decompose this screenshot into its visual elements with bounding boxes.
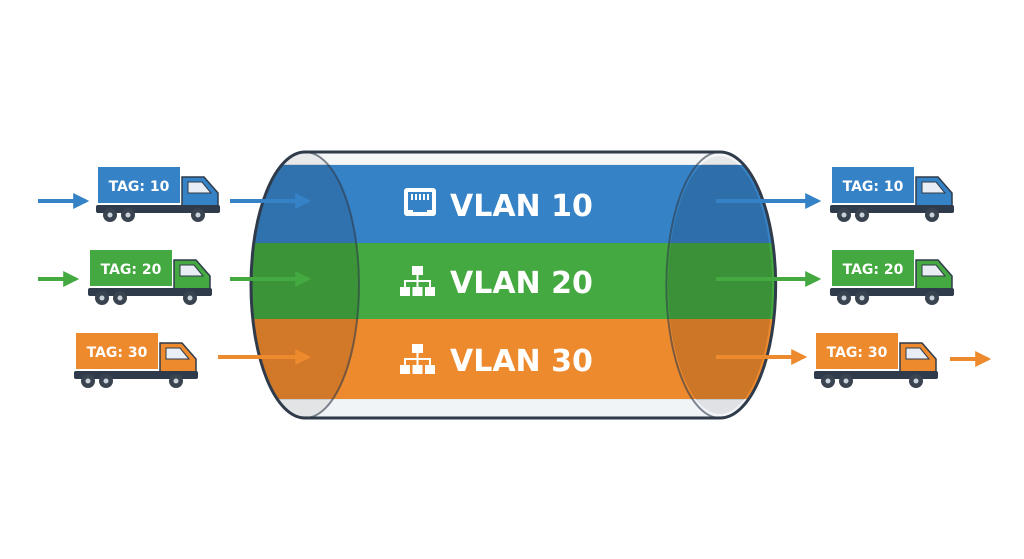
truck-hubcap: [187, 295, 193, 301]
truck-hubcap: [913, 378, 919, 384]
network-tree-icon: [400, 344, 435, 374]
truck-window: [905, 347, 931, 360]
truck-cargo-box: [98, 167, 180, 203]
incoming-trucks: TAG: 10 TAG: 20 TAG: 30: [74, 167, 220, 388]
truck-tag-label: TAG: 30: [827, 345, 888, 361]
truck-hubcap: [841, 295, 847, 301]
truck-cargo-box: [90, 250, 172, 286]
ethernet-port-icon: [404, 188, 436, 216]
truck-hubcap: [841, 212, 847, 218]
truck-window: [165, 347, 191, 360]
vlan30-band: [251, 319, 776, 399]
truck-hubcap: [173, 378, 179, 384]
truck-hubcap: [125, 212, 131, 218]
truck-cargo-box: [76, 333, 158, 369]
vlan10-label: VLAN 10: [450, 189, 593, 224]
truck-hubcap: [195, 212, 201, 218]
vlan20-label-group: VLAN 20: [400, 266, 593, 301]
truck-hubcap: [843, 378, 849, 384]
tunnel-bottom-highlight: [251, 400, 776, 416]
truck-hubcap: [929, 295, 935, 301]
truck-hubcap: [859, 212, 865, 218]
truck-tag-label: TAG: 20: [843, 262, 904, 278]
truck-incoming-vlan30: TAG: 30: [74, 333, 198, 388]
truck-incoming-vlan20: TAG: 20: [88, 250, 212, 305]
truck-hubcap: [103, 378, 109, 384]
tunnel-right-shade: [668, 156, 772, 414]
outgoing-trucks: TAG: 10 TAG: 20 TAG: 30: [814, 167, 954, 388]
vlan20-band: [251, 243, 776, 319]
truck-hubcap: [929, 212, 935, 218]
vlan30-label: VLAN 30: [450, 344, 593, 379]
truck-tag-label: TAG: 10: [109, 179, 170, 195]
truck-hubcap: [117, 295, 123, 301]
truck-window: [921, 181, 947, 194]
truck-window: [921, 264, 947, 277]
outgoing-arrows: [716, 193, 992, 367]
truck-tag-label: TAG: 20: [101, 262, 162, 278]
truck-tag-label: TAG: 30: [87, 345, 148, 361]
truck-cargo-box: [816, 333, 898, 369]
trunk-tunnel: VLAN 10 VLAN 20: [249, 150, 778, 420]
tunnel-inner-rim-right: [665, 151, 721, 419]
truck-outgoing-vlan30: TAG: 30: [814, 333, 938, 388]
truck-hubcap: [825, 378, 831, 384]
truck-hubcap: [85, 378, 91, 384]
incoming-arrows: [38, 193, 312, 365]
truck-hubcap: [107, 212, 113, 218]
truck-outgoing-vlan20: TAG: 20: [830, 250, 954, 305]
tunnel-inner-rim-left: [304, 151, 360, 419]
truck-hubcap: [99, 295, 105, 301]
network-tree-icon: [400, 266, 435, 296]
truck-cargo-box: [832, 250, 914, 286]
truck-incoming-vlan10: TAG: 10: [96, 167, 220, 222]
truck-hubcap: [859, 295, 865, 301]
vlan30-label-group: VLAN 30: [400, 344, 593, 379]
truck-window: [179, 264, 205, 277]
truck-outgoing-vlan10: TAG: 10: [830, 167, 954, 222]
truck-cargo-box: [832, 167, 914, 203]
vlan20-label: VLAN 20: [450, 266, 593, 301]
truck-tag-label: TAG: 10: [843, 179, 904, 195]
vlan10-label-group: VLAN 10: [404, 188, 593, 224]
truck-window: [187, 181, 213, 194]
tunnel-top-highlight: [251, 152, 776, 164]
